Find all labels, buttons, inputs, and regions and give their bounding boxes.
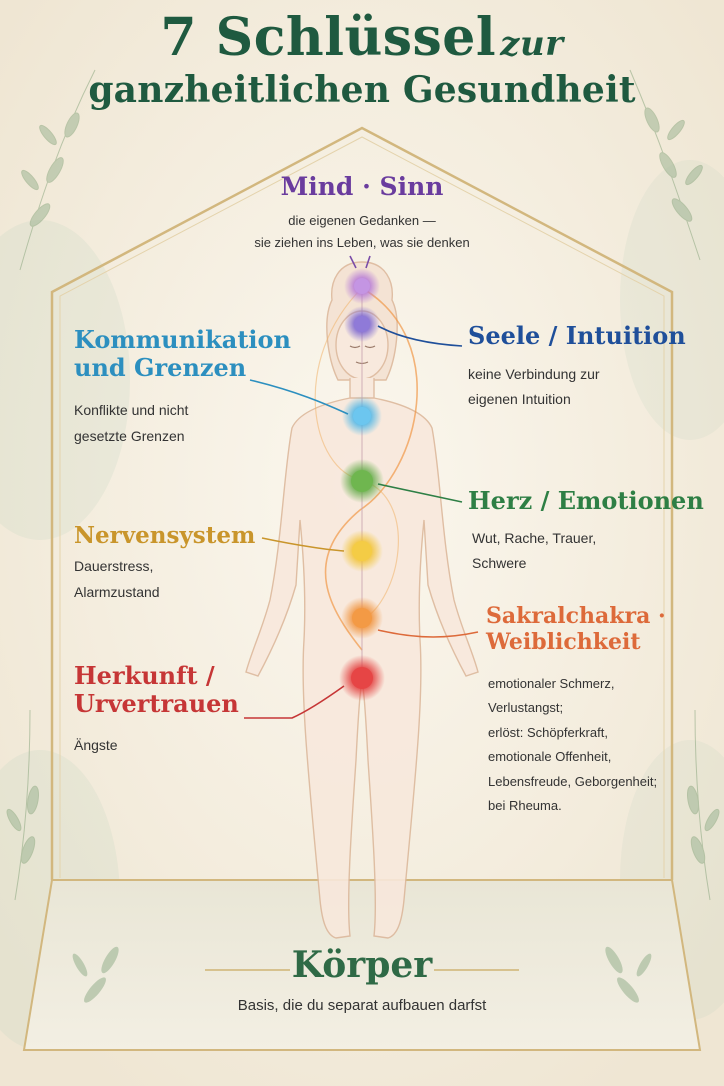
key-seele-heading: Seele / Intuition bbox=[468, 321, 686, 350]
key-herz-description-line: Wut, Rache, Trauer, bbox=[472, 530, 597, 546]
key-kommunikation-heading-line: Kommunikation bbox=[74, 325, 291, 354]
key-kommunikation-description: Konflikte und nicht gesetzte Grenzen bbox=[74, 398, 188, 450]
key-seele-heading-line: Seele / Intuition bbox=[468, 321, 686, 350]
key-herz-heading-line: Herz / Emotionen bbox=[468, 486, 704, 515]
key-kommunikation-heading: Kommunikation und Grenzen bbox=[74, 325, 291, 383]
key-nervensystem-description: Dauerstress, Alarmzustand bbox=[74, 554, 160, 606]
key-sakral-description-line: erlöst: Schöpferkraft, bbox=[488, 724, 608, 740]
key-mind-description-line: die eigenen Gedanken — bbox=[288, 213, 436, 228]
key-sakral-description: emotionaler Schmerz, Verlustangst; erlös… bbox=[488, 672, 657, 819]
leaf-decoration-icon bbox=[6, 69, 720, 901]
connector-sakral bbox=[377, 629, 479, 638]
key-herz-heading: Herz / Emotionen bbox=[468, 486, 704, 515]
chakra-sacral bbox=[341, 597, 383, 639]
key-sakral-description-line: Lebensfreude, Geborgenheit; bbox=[488, 773, 658, 789]
connector-herz bbox=[377, 483, 463, 503]
connector-herkunft bbox=[244, 685, 345, 719]
connector-nerven bbox=[261, 537, 345, 552]
key-herkunft-heading-line: Herkunft / bbox=[74, 661, 215, 690]
title-line2: ganzheitlichen Gesundheit bbox=[88, 69, 636, 111]
title-line1-small: zur bbox=[500, 24, 564, 64]
base-heading: Körper bbox=[291, 944, 433, 986]
chakra-solar-plexus bbox=[341, 530, 383, 572]
key-sakral-description-line: emotionale Offenheit, bbox=[488, 749, 612, 765]
key-sakral-heading-line: Weiblichkeit bbox=[486, 628, 641, 655]
key-nervensystem-description-line: Alarmzustand bbox=[74, 583, 160, 600]
key-nervensystem-heading: Nervensystem bbox=[74, 522, 255, 549]
chakra-throat bbox=[342, 396, 382, 436]
key-kommunikation-description-line: gesetzte Grenzen bbox=[74, 427, 185, 444]
chakra-root bbox=[339, 655, 385, 701]
key-sakral-description-line: emotionaler Schmerz, bbox=[488, 676, 615, 691]
key-herz-description: Wut, Rache, Trauer, Schwere bbox=[472, 526, 596, 576]
chakra-third-eye bbox=[344, 306, 380, 342]
key-mind-description: die eigenen Gedanken — sie ziehen ins Le… bbox=[0, 210, 724, 254]
key-seele-description: keine Verbindung zur eigenen Intuition bbox=[468, 362, 600, 412]
key-mind-description-line: sie ziehen ins Leben, was sie denken bbox=[254, 235, 470, 251]
key-sakral-description-line: bei Rheuma. bbox=[488, 798, 562, 814]
key-herkunft-description-line: Ängste bbox=[74, 737, 118, 753]
key-nervensystem-heading-line: Nervensystem bbox=[74, 522, 256, 549]
key-herkunft-heading: Herkunft / Urvertrauen bbox=[74, 661, 239, 719]
key-herkunft-description: Ängste bbox=[74, 732, 118, 759]
base-description: Basis, die du separat aufbauen darfst bbox=[237, 997, 487, 1014]
key-mind-heading-line: Mind · Sinn bbox=[280, 172, 444, 201]
house-frame bbox=[50, 126, 674, 880]
key-seele-description-line: keine Verbindung zur bbox=[468, 366, 600, 382]
chakra-heart bbox=[340, 459, 384, 503]
connector-seele bbox=[377, 325, 463, 347]
chakra-crown bbox=[344, 268, 380, 304]
connector-mind bbox=[349, 255, 371, 269]
key-sakral-heading-line: Sakralchakra · bbox=[486, 603, 666, 629]
key-sakral-heading: Sakralchakra · Weiblichkeit bbox=[486, 603, 666, 656]
key-sakral-description-line: Verlustangst; bbox=[488, 700, 564, 716]
key-nervensystem-description-line: Dauerstress, bbox=[74, 558, 154, 574]
key-mind-heading: Mind · Sinn bbox=[0, 172, 724, 202]
key-herz-description-line: Schwere bbox=[472, 555, 527, 572]
title-line1: 7 Schlüssel bbox=[160, 7, 497, 68]
key-kommunikation-heading-line: und Grenzen bbox=[74, 353, 247, 383]
key-kommunikation-description-line: Konflikte und nicht bbox=[74, 402, 189, 418]
connector-kommunikation bbox=[249, 379, 349, 415]
key-herkunft-heading-line: Urvertrauen bbox=[74, 689, 239, 719]
key-seele-description-line: eigenen Intuition bbox=[468, 391, 571, 408]
base-platform bbox=[22, 879, 702, 1051]
